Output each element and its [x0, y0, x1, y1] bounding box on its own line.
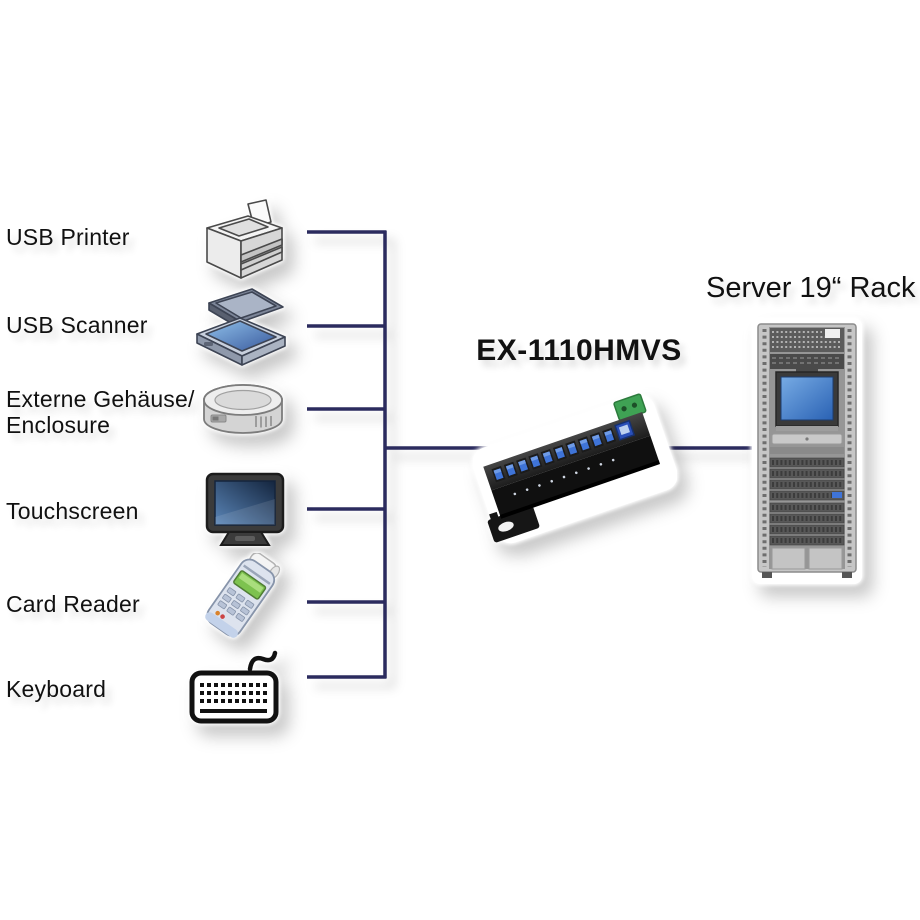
rack-title: Server 19“ Rack: [706, 272, 916, 304]
scanner-icon: [196, 288, 286, 366]
printer-icon: [206, 199, 283, 279]
label-keyboard: Keyboard: [6, 676, 107, 702]
label-card-reader: Card Reader: [6, 591, 140, 617]
rack-drive-bays: [770, 457, 844, 545]
label-usb-printer: USB Printer: [6, 224, 130, 250]
keyboard-icon: [189, 650, 279, 724]
hub-usb-ports: [491, 427, 617, 496]
hub-usb-b-port: [614, 419, 636, 441]
label-touchscreen: Touchscreen: [6, 498, 139, 524]
touchscreen-icon: [205, 472, 285, 546]
hdd-enclosure-icon: [203, 384, 283, 434]
usb-hub-icon: [473, 393, 677, 544]
label-usb-scanner: USB Scanner: [6, 312, 148, 338]
label-external-enclosure: Externe Gehäuse/ Enclosure: [6, 386, 195, 438]
server-rack-icon: [752, 318, 862, 584]
hub-model-title: EX-1110HMVS: [476, 334, 682, 367]
card-reader-icon: [205, 553, 281, 638]
